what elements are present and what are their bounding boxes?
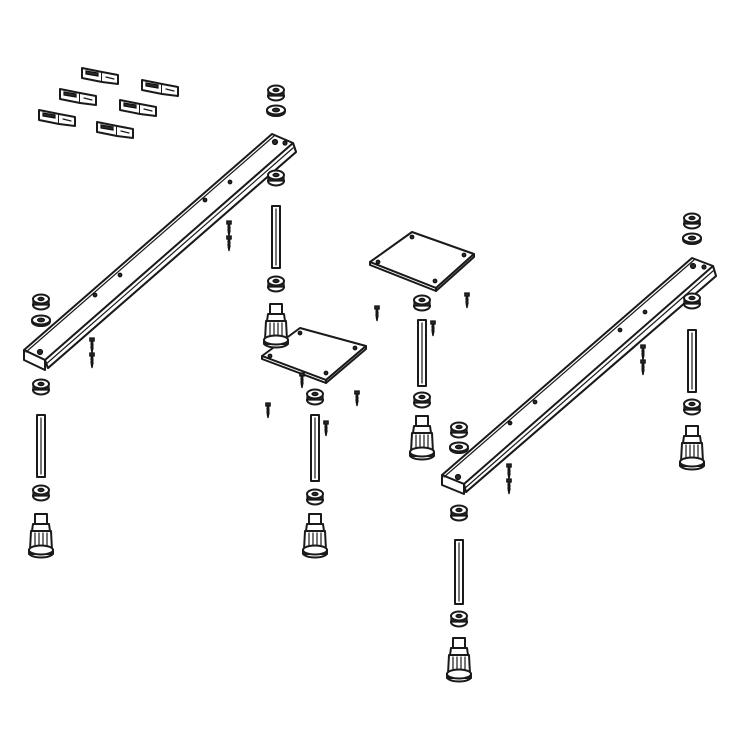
rail-right	[441, 257, 717, 495]
clip-2	[141, 79, 179, 97]
leg-center-lower	[302, 388, 328, 559]
leg-left	[28, 293, 54, 559]
leg-bottom	[446, 421, 472, 683]
clip-3	[59, 88, 97, 106]
clip-group	[38, 67, 179, 139]
screws	[89, 220, 646, 495]
clip-6	[96, 121, 134, 139]
clip-1	[81, 67, 119, 85]
leg-center-right	[409, 294, 435, 461]
plate-upper	[369, 231, 475, 292]
leg-right	[679, 212, 705, 471]
clip-5	[38, 109, 76, 127]
clip-4	[119, 99, 157, 117]
rail-left	[23, 133, 297, 371]
leg-center-upper	[263, 84, 289, 349]
